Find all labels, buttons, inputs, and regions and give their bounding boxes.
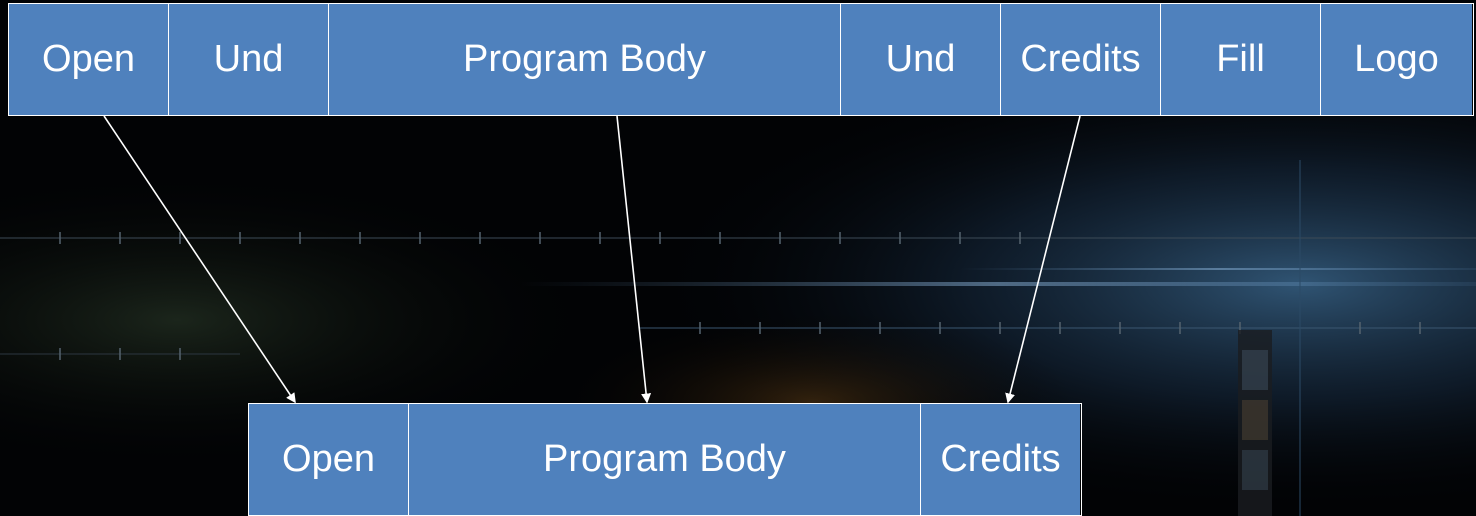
top-segment-logo: Logo [1321,4,1472,115]
bottom-timeline: Open Program Body Credits [248,403,1082,516]
top-segment-und-1: Und [169,4,329,115]
top-segment-program-body: Program Body [329,4,841,115]
top-segment-fill: Fill [1161,4,1321,115]
top-segment-credits: Credits [1001,4,1161,115]
bottom-segment-open: Open [249,404,409,515]
top-timeline: Open Und Program Body Und Credits Fill L… [8,3,1474,116]
top-segment-und-2: Und [841,4,1001,115]
bottom-segment-program-body: Program Body [409,404,921,515]
bottom-segment-credits: Credits [921,404,1080,515]
top-segment-open: Open [9,4,169,115]
